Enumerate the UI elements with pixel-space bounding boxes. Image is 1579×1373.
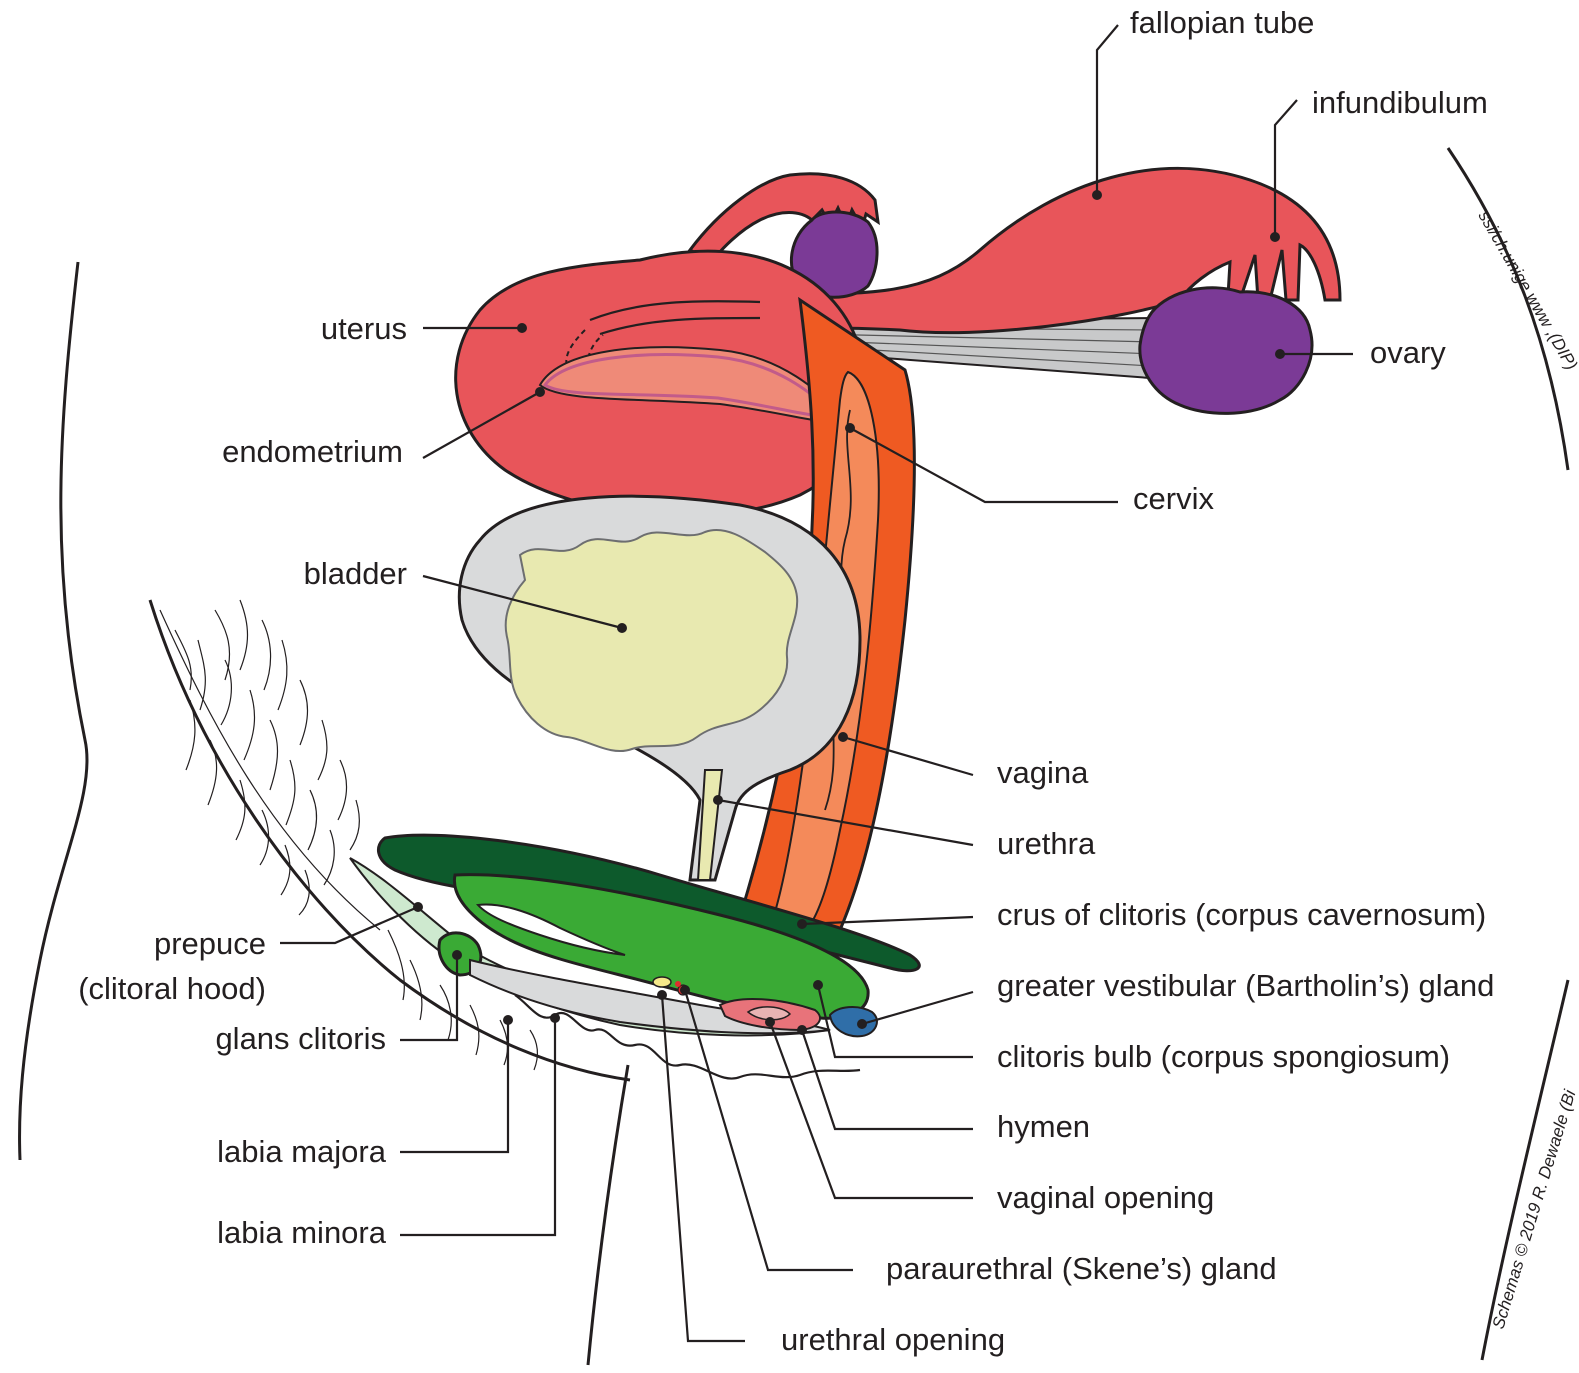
pin-labia-majora: [503, 1015, 513, 1025]
label-fallopian-tube: fallopian tube: [1130, 5, 1314, 40]
pin-bartholin: [857, 1019, 867, 1029]
label-ovary: ovary: [1370, 335, 1446, 370]
pin-cervix: [845, 423, 855, 433]
body-outline-back: [20, 262, 88, 1160]
pin-crus: [797, 919, 807, 929]
pin-vagina: [838, 732, 848, 742]
label-cervix: cervix: [1133, 481, 1214, 516]
label-hymen: hymen: [997, 1109, 1090, 1144]
body-outline-leg: [588, 1065, 628, 1365]
pin-labia-minora: [550, 1013, 560, 1023]
pin-urethra: [713, 795, 723, 805]
pin-hymen: [797, 1025, 807, 1035]
leader-vaginal-opening: [770, 1022, 973, 1198]
pin-infundibulum: [1270, 232, 1280, 242]
leader-bartholin: [862, 992, 973, 1024]
leader-fallopian-tube: [1097, 25, 1118, 195]
pin-urethral-opening: [657, 990, 667, 1000]
pin-glans: [452, 950, 462, 960]
pin-bulb: [813, 980, 823, 990]
label-infundibulum: infundibulum: [1312, 85, 1488, 120]
label-bartholin: greater vestibular (Bartholin’s) gland: [997, 968, 1494, 1003]
label-skene: paraurethral (Skene’s) gland: [886, 1251, 1277, 1286]
pin-uterus: [517, 323, 527, 333]
pin-vaginal-opening: [765, 1017, 775, 1027]
pin-skene: [680, 985, 690, 995]
leader-urethral-opening: [662, 995, 745, 1341]
label-crus: crus of clitoris (corpus cavernosum): [997, 897, 1486, 932]
credit-top: ssi/ch.unige.www ,(DIP): [1475, 208, 1579, 374]
label-urethra: urethra: [997, 826, 1096, 861]
label-prepuce-sub: (clitoral hood): [78, 971, 266, 1006]
leader-hymen: [802, 1030, 973, 1129]
label-endometrium: endometrium: [222, 434, 403, 469]
label-labia-majora: labia majora: [217, 1134, 387, 1169]
label-vagina: vagina: [997, 755, 1089, 790]
pin-prepuce: [413, 902, 423, 912]
pin-ovary: [1275, 349, 1285, 359]
pin-fallopian-tube: [1092, 190, 1102, 200]
label-uterus: uterus: [321, 311, 407, 346]
ovary-right: [1140, 288, 1312, 414]
pin-bladder: [617, 623, 627, 633]
label-urethral-opening: urethral opening: [781, 1322, 1005, 1357]
label-bulb: clitoris bulb (corpus spongiosum): [997, 1039, 1450, 1074]
label-prepuce: prepuce: [154, 926, 266, 961]
label-bladder: bladder: [304, 556, 407, 591]
pin-endometrium: [535, 387, 545, 397]
urethral-opening-shape: [653, 977, 671, 987]
label-labia-minora: labia minora: [217, 1215, 387, 1250]
label-vaginal-opening: vaginal opening: [997, 1180, 1214, 1215]
skene-gland-shape-2: [675, 981, 681, 987]
label-glans: glans clitoris: [215, 1021, 386, 1056]
